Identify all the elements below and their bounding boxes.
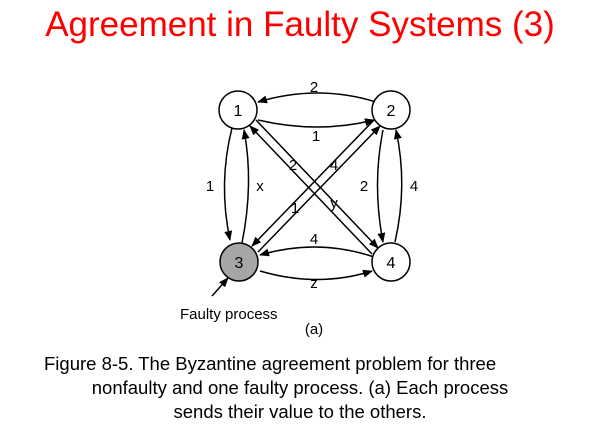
edge-4-to-1-diag	[249, 125, 373, 255]
node-4: 4	[371, 242, 411, 282]
edge-label: x	[256, 178, 264, 195]
edge-label: 1	[312, 128, 320, 145]
edge-3-to-2-diag	[257, 125, 381, 253]
caption-line-3: sends their value to the others.	[173, 401, 427, 422]
node-1-label: 1	[234, 103, 243, 120]
edge-label: 2	[289, 157, 297, 174]
node-2-label: 2	[387, 103, 396, 120]
figure-caption: Figure 8-5. The Byzantine agreement prob…	[30, 352, 570, 424]
node-4-label: 4	[387, 255, 396, 272]
edge-1-to-2-inner	[257, 118, 375, 128]
node-1-circle	[218, 90, 258, 130]
edge-3-to-1-inner	[241, 129, 250, 244]
slide-title: Agreement in Faulty Systems (3)	[45, 5, 555, 44]
node-4-circle	[371, 242, 411, 282]
edge-2-to-1-top	[257, 92, 377, 104]
edge-label: z	[310, 275, 318, 292]
faulty-pointer-arrow	[211, 277, 229, 297]
edge-label: y	[330, 195, 338, 212]
edge-2-to-4-inner	[376, 129, 386, 243]
faulty-process-label: Faulty process	[180, 306, 278, 323]
node-3-label: 3	[235, 255, 244, 272]
edge-label: 4	[330, 157, 338, 174]
node-2: 2	[371, 90, 411, 130]
edge-3-to-4-bottom	[259, 269, 373, 281]
node-3: 3	[219, 242, 259, 282]
node-1: 1	[218, 90, 258, 130]
node-3-circle-faulty	[219, 242, 259, 282]
edge-label: 1	[206, 178, 214, 195]
edge-1-to-3-outer	[223, 127, 233, 241]
edge-label: 4	[310, 231, 318, 248]
edge-label: 1	[291, 200, 299, 217]
caption-line-1: Figure 8-5. The Byzantine agreement prob…	[44, 353, 497, 374]
edge-2-to-3-diag	[251, 119, 375, 247]
edge-label: 2	[360, 178, 368, 195]
subfigure-label: (a)	[305, 321, 323, 338]
edge-label: 2	[310, 79, 318, 96]
edge-4-to-2-outer	[394, 129, 403, 243]
edge-label: 4	[410, 178, 418, 195]
edge-4-to-3-inner	[259, 246, 375, 258]
caption-line-2: nonfaulty and one faulty process. (a) Ea…	[91, 377, 509, 398]
edge-1-to-4-diag	[255, 119, 379, 249]
node-2-circle	[371, 90, 411, 130]
